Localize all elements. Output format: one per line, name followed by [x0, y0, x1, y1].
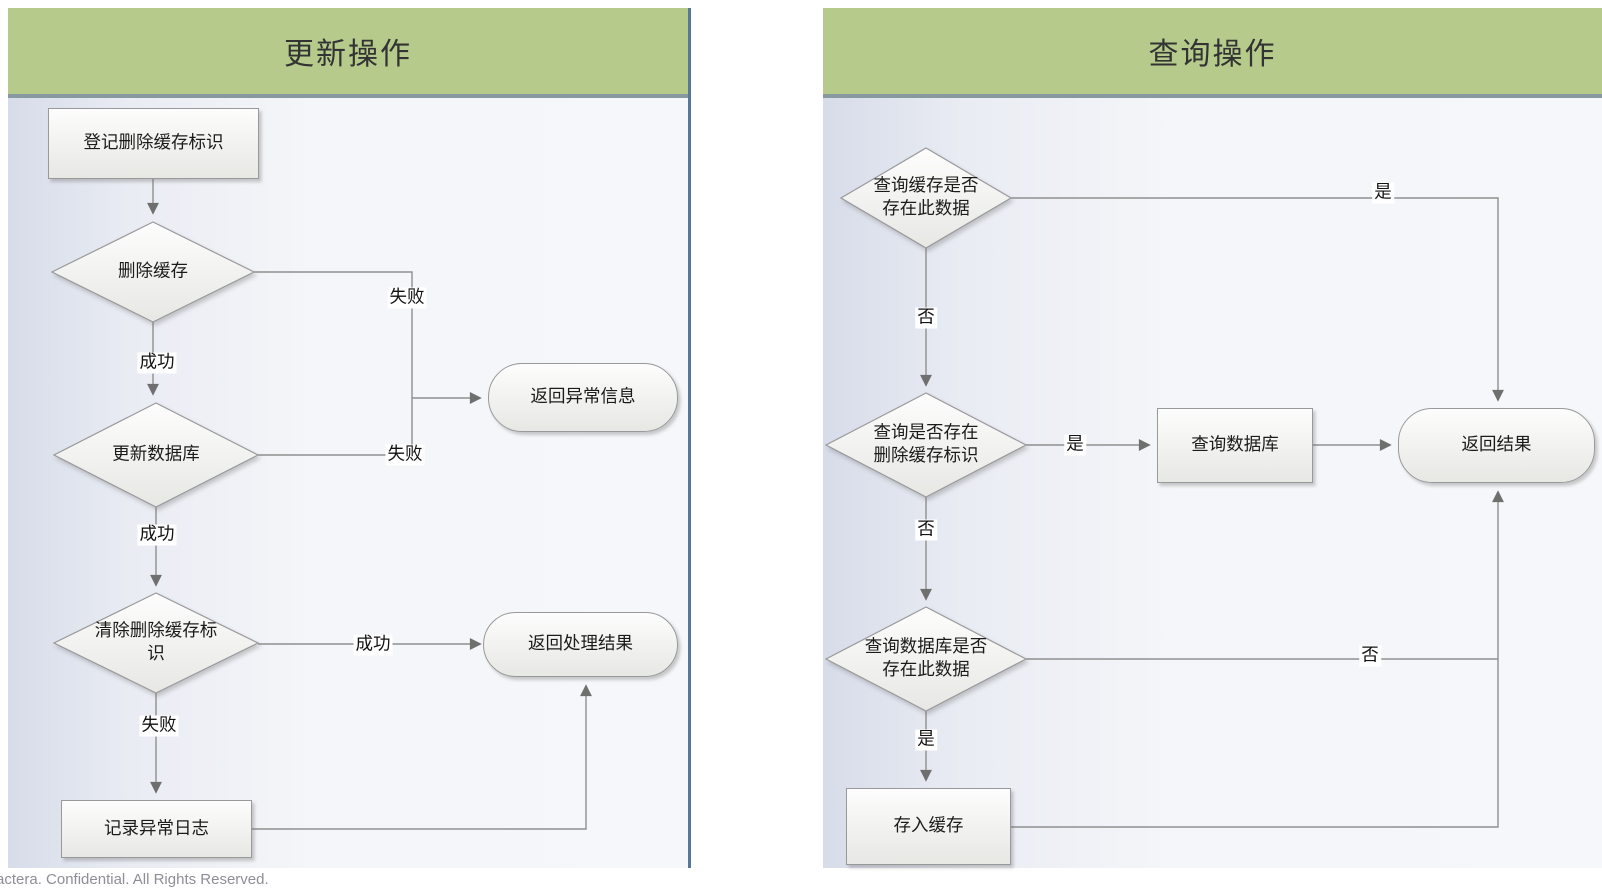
- node-return-query-result-label: 返回结果: [1461, 435, 1532, 455]
- edge-label-cache-yes: 是: [1372, 182, 1394, 204]
- edge-label-flag-no: 否: [915, 519, 937, 541]
- node-register-delete-flag-label: 登记删除缓存标识: [83, 133, 224, 153]
- node-return-error: 返回异常信息: [488, 363, 678, 432]
- query-operation-lane: 查询操作 查询缓存是否 存在此数据: [823, 8, 1602, 868]
- update-lane-body: [8, 98, 688, 868]
- edge-label-flag-yes: 是: [1064, 434, 1086, 456]
- edge-label-clear-ok: 成功: [353, 634, 393, 656]
- node-query-db: 查询数据库: [1157, 408, 1313, 483]
- node-register-delete-flag: 登记删除缓存标识: [48, 108, 259, 179]
- update-lane-header: 更新操作: [8, 8, 688, 94]
- edge-label-delete-fail: 失败: [387, 287, 427, 309]
- update-operation-lane: 更新操作 登记删除缓存标识: [8, 8, 691, 868]
- update-lane-title: 更新操作: [284, 37, 412, 72]
- node-return-result-label: 返回处理结果: [528, 634, 633, 654]
- update-lane-header-rule: [8, 94, 688, 98]
- query-lane-header-rule: [823, 94, 1602, 98]
- confidential-footer: actera. Confidential. All Rights Reserve…: [0, 871, 269, 888]
- edge-label-update-ok: 成功: [137, 524, 177, 546]
- node-return-error-label: 返回异常信息: [530, 387, 636, 407]
- edge-label-update-fail: 失败: [385, 444, 425, 466]
- node-save-cache-label: 存入缓存: [893, 816, 964, 836]
- query-lane-body: [823, 98, 1602, 868]
- edge-label-cache-no: 否: [915, 307, 937, 329]
- edge-label-db-yes: 是: [915, 729, 937, 751]
- node-return-result: 返回处理结果: [483, 612, 678, 677]
- node-log-error-label: 记录异常日志: [104, 818, 209, 839]
- query-lane-title: 查询操作: [1148, 37, 1277, 72]
- node-query-db-label: 查询数据库: [1191, 435, 1279, 455]
- node-return-query-result: 返回结果: [1398, 408, 1595, 483]
- edge-label-db-no: 否: [1359, 645, 1381, 667]
- node-log-error: 记录异常日志: [61, 800, 252, 858]
- edge-label-clear-fail: 失败: [139, 715, 179, 737]
- edge-label-delete-ok: 成功: [137, 352, 177, 374]
- query-lane-header: 查询操作: [823, 8, 1602, 94]
- node-save-cache: 存入缓存: [846, 788, 1011, 865]
